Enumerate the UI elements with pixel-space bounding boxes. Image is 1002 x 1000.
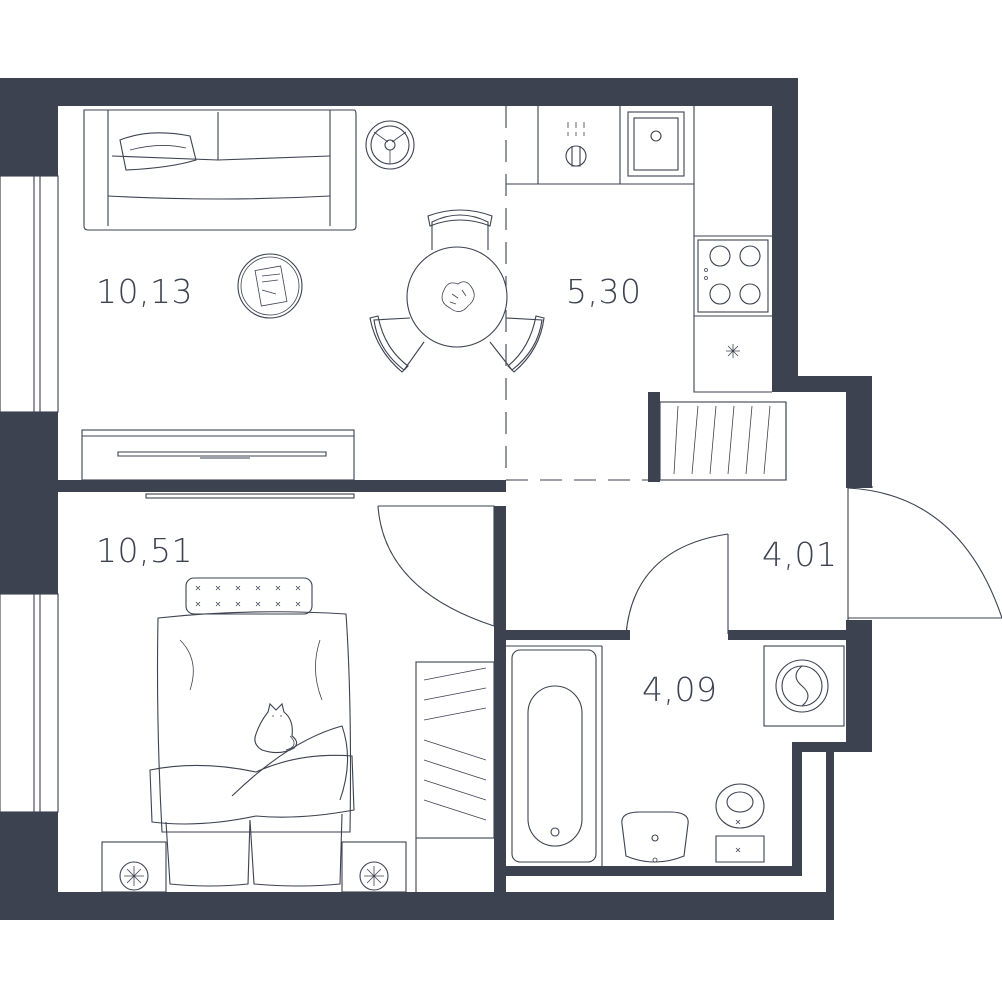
chair-icon [489, 315, 545, 373]
washing-machine-icon [763, 645, 845, 727]
walls [0, 78, 872, 920]
bedroom-area: 10,51 [96, 531, 193, 570]
window-icon [0, 175, 59, 413]
cat-icon [254, 702, 298, 754]
chair-icon [427, 209, 493, 250]
tv-stand-icon [81, 429, 355, 481]
tv-icon [145, 493, 355, 499]
door-swing-icon [847, 486, 1002, 620]
headboard-icon [185, 577, 313, 615]
door-swing-icon [625, 533, 729, 635]
bathtub-icon [506, 645, 603, 866]
window-icon [0, 593, 59, 813]
wardrobe-icon [659, 401, 787, 481]
nightstand-icon [101, 841, 167, 893]
washbasin-icon [621, 811, 689, 863]
chair-icon [369, 315, 425, 373]
floor-lamp-icon [365, 120, 415, 170]
living-room-area: 10,13 [96, 272, 193, 311]
kitchen-area: 5,30 [566, 272, 641, 311]
extractor-icon [726, 344, 740, 358]
bed-icon [149, 611, 355, 887]
bathroom-area: 4,09 [642, 670, 717, 709]
faucet-icon [565, 122, 587, 167]
coffee-table-icon [237, 253, 303, 319]
stove-icon [697, 239, 769, 313]
kitchen-counter [506, 106, 772, 393]
wardrobe-icon [415, 661, 495, 892]
nightstand-icon [341, 841, 407, 893]
sofa-icon [83, 109, 357, 231]
door-swing-icon [377, 505, 495, 627]
toilet-icon [715, 783, 765, 863]
sink-icon [627, 111, 685, 177]
dining-table-icon [406, 246, 508, 348]
hallway-area: 4,01 [762, 535, 837, 574]
